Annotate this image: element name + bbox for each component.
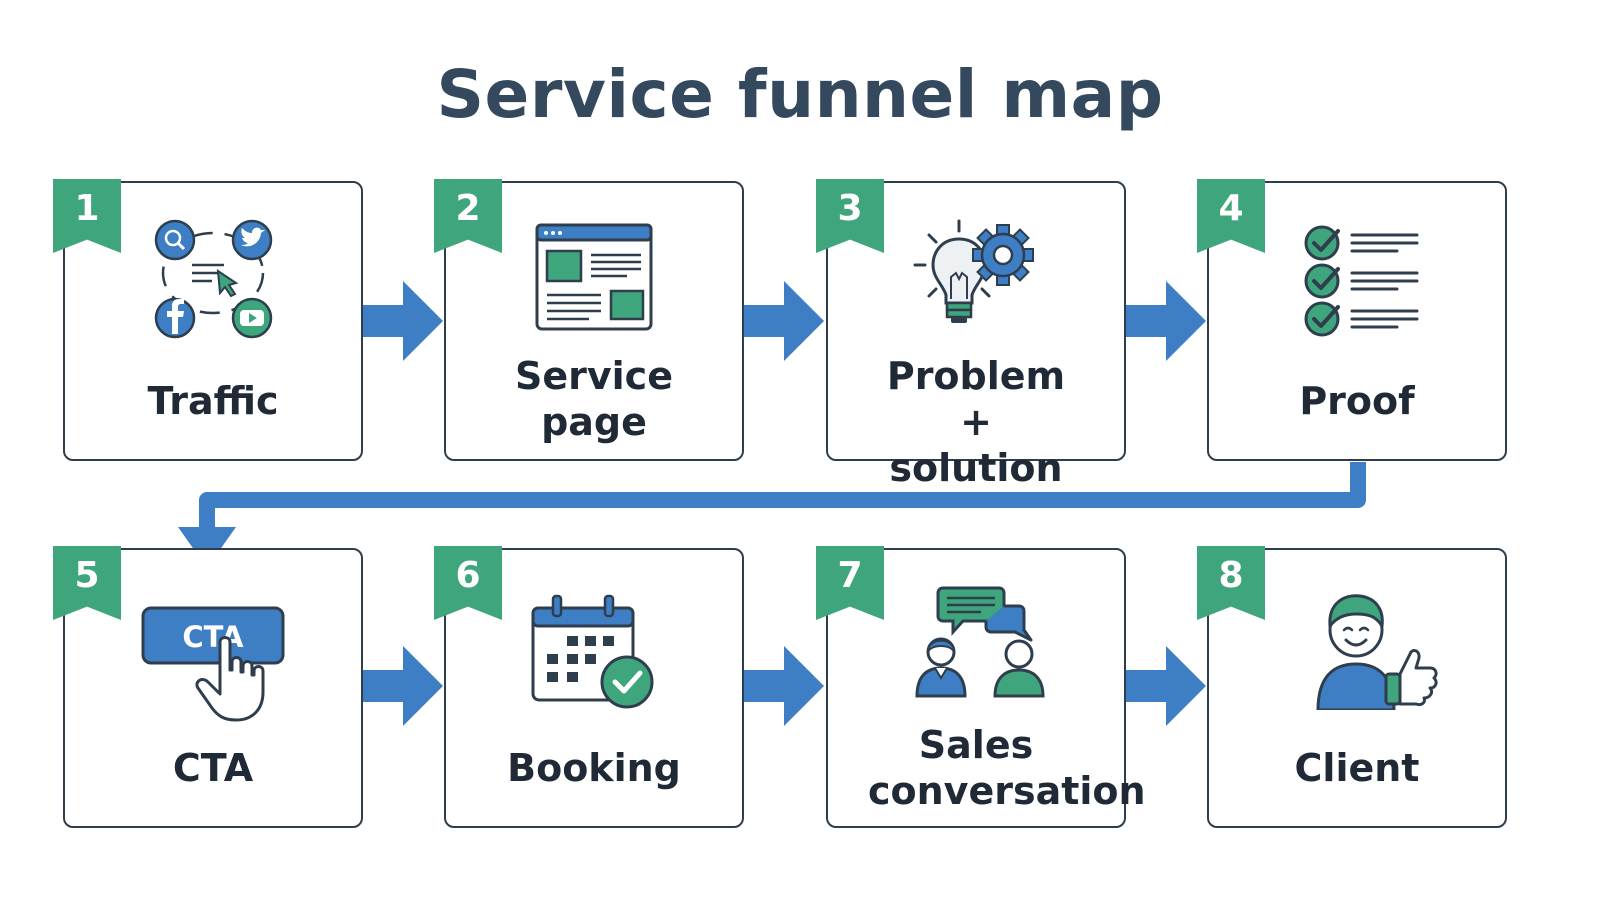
flow-arrow-icon [1126, 646, 1206, 726]
step-card-traffic: 1 Traffic [53, 179, 363, 461]
step-label: Problem + solution [886, 354, 1066, 490]
step-number-badge: 5 [53, 546, 121, 620]
flow-arrow-icon [1126, 281, 1206, 361]
traffic-channels-icon [128, 203, 298, 343]
step-card-proof: 4 Proof [1197, 179, 1507, 461]
step-label: Service page [515, 354, 673, 444]
step-number-badge: 4 [1197, 179, 1265, 253]
step-label: CTA [172, 746, 254, 790]
step-label: Traffic [147, 379, 279, 423]
step-number-badge: 3 [816, 179, 884, 253]
step-label: Sales conversation [868, 723, 1146, 813]
page-title: Service funnel map [436, 56, 1164, 133]
lightbulb-gear-icon [891, 203, 1061, 343]
step-card-cta: 5 CTA CTA [53, 546, 363, 828]
happy-client-thumbs-up-icon [1272, 570, 1442, 710]
step-label: Booking [507, 746, 681, 790]
step-label: Client [1294, 746, 1420, 790]
webpage-layout-icon [509, 203, 679, 343]
flow-arrow-icon [363, 646, 443, 726]
flow-arrow-icon [363, 281, 443, 361]
flow-arrow-icon [744, 646, 824, 726]
step-card-problem-solution: 3 [816, 179, 1126, 490]
step-card-service-page: 2 Service page [434, 179, 744, 461]
step-card-sales-conversation: 7 Sales conversation [816, 546, 1146, 828]
step-number-badge: 8 [1197, 546, 1265, 620]
cta-button-text: CTA [182, 620, 244, 654]
step-card-client: 8 Client [1197, 546, 1507, 828]
conversation-people-icon [891, 572, 1061, 712]
calendar-check-icon [509, 570, 679, 710]
step-number-badge: 7 [816, 546, 884, 620]
step-card-booking: 6 Booking [434, 546, 744, 828]
step-number-badge: 2 [434, 179, 502, 253]
step-number-badge: 6 [434, 546, 502, 620]
flow-arrow-icon [744, 281, 824, 361]
checklist-icon [1272, 203, 1442, 343]
step-number-badge: 1 [53, 179, 121, 253]
cta-button-click-icon: CTA [128, 590, 298, 730]
step-label: Proof [1299, 379, 1415, 423]
